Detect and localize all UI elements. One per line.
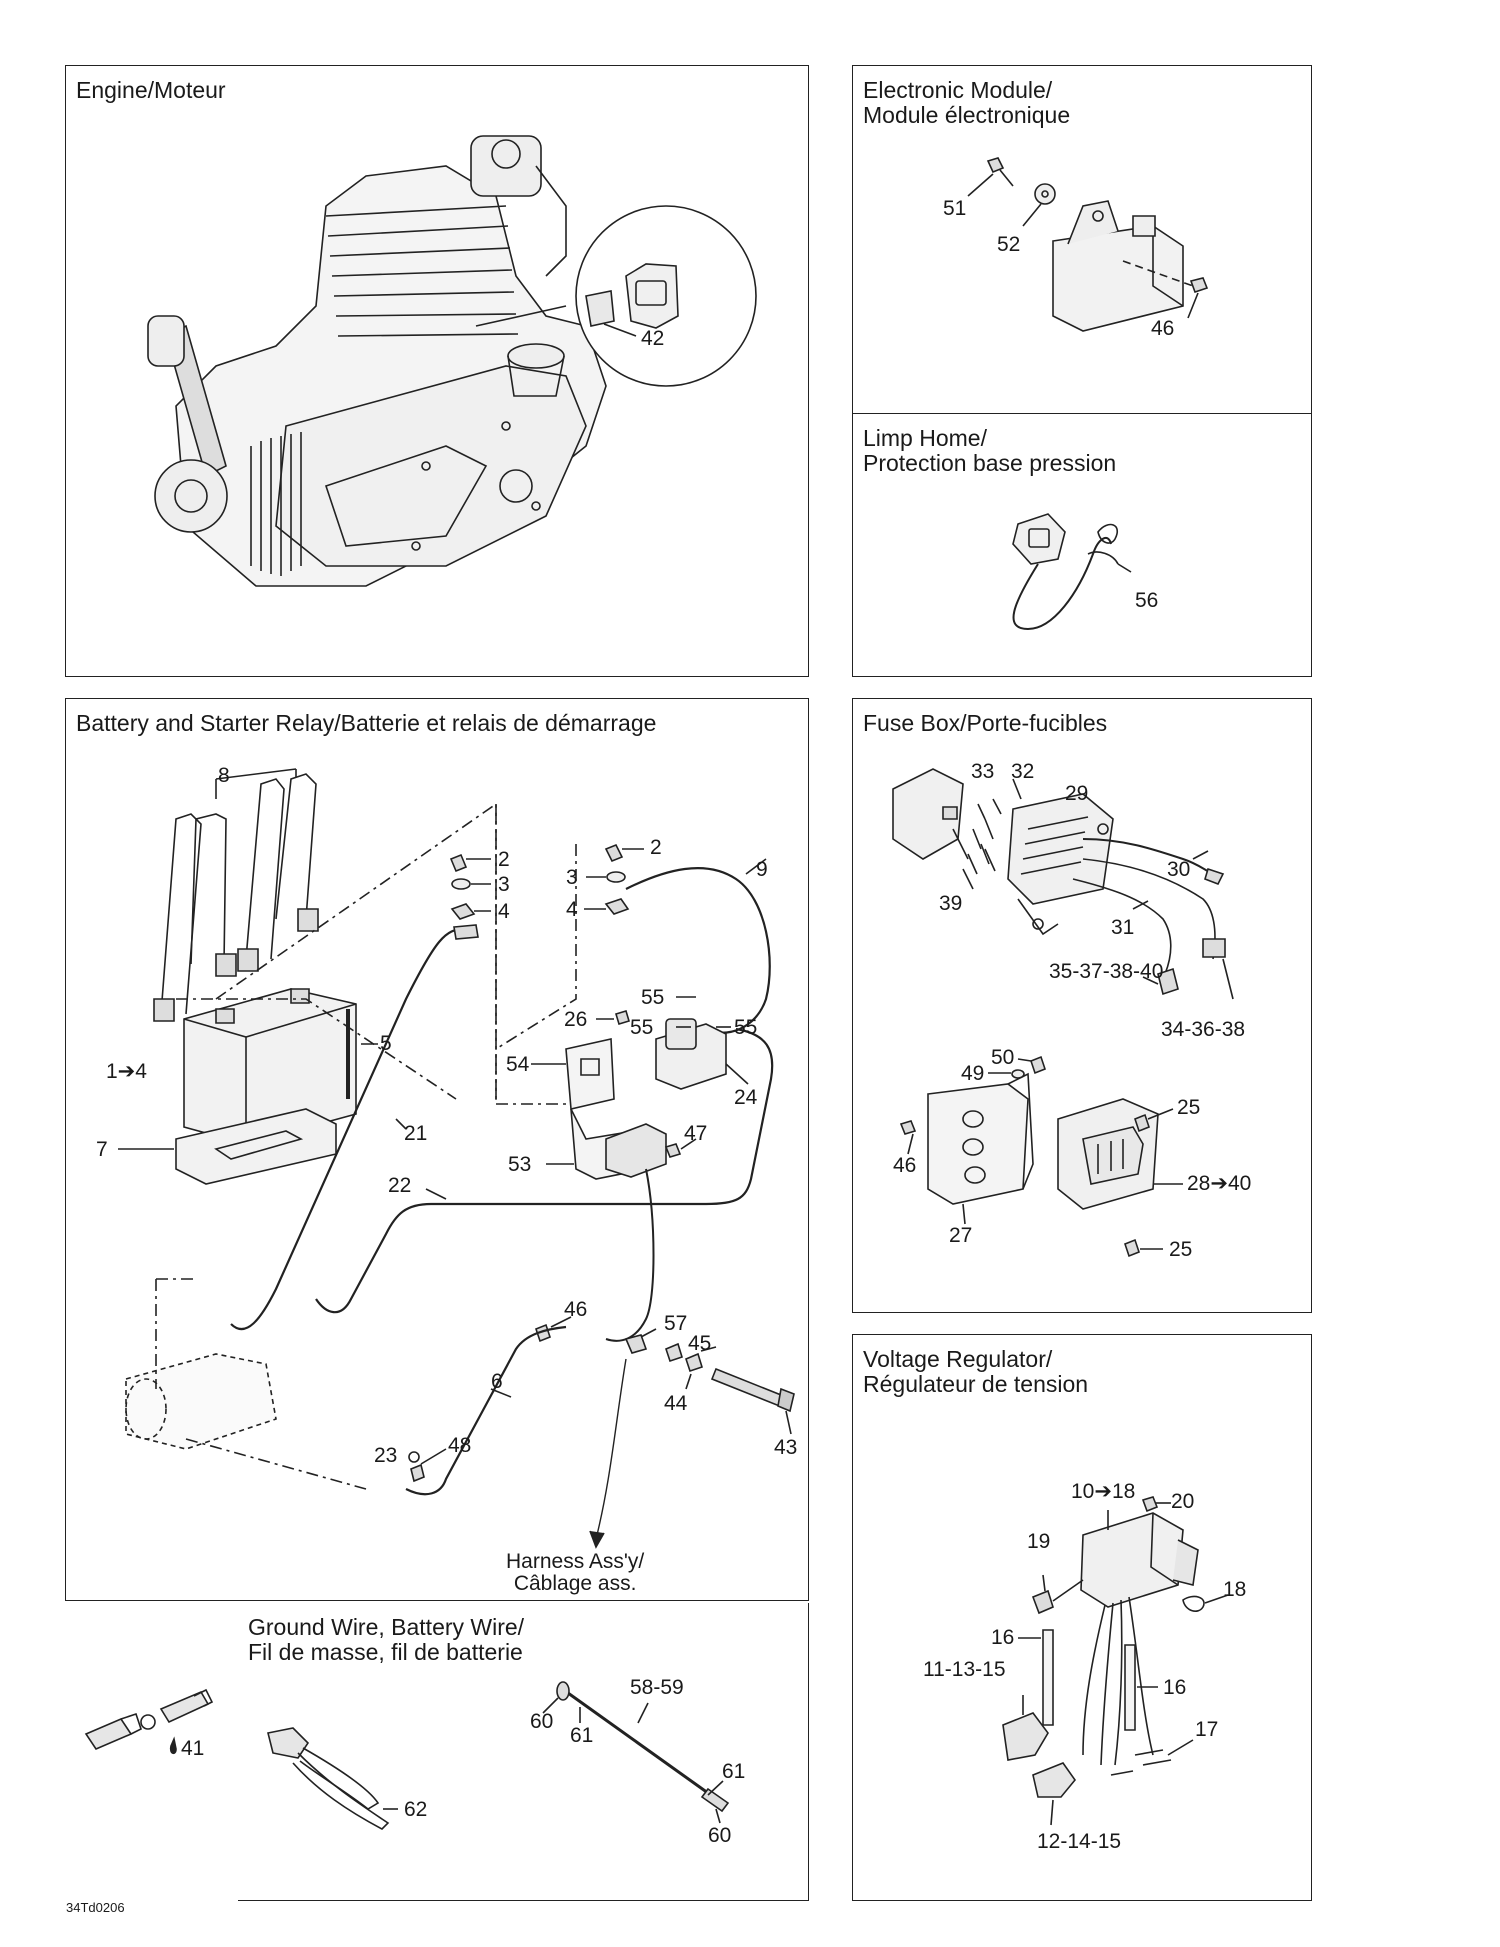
callout-21: 21	[404, 1122, 428, 1145]
callout-2b: 2	[650, 836, 662, 859]
fuse-box-panel-title: Fuse Box/Porte-fucibles	[863, 710, 1108, 736]
callout-25a: 25	[1177, 1096, 1201, 1119]
callout-55a: 55	[641, 986, 665, 1009]
fuse-box-panel: Fuse Box/Porte-fucibles	[852, 698, 1312, 1313]
callout-18: 18	[1223, 1578, 1247, 1601]
callout-57: 57	[664, 1312, 688, 1335]
callout-44: 44	[664, 1392, 688, 1415]
callout-16b: 16	[1163, 1676, 1187, 1699]
callout-43: 43	[774, 1436, 798, 1459]
electronic-module-illustration	[853, 66, 1313, 415]
callout-34-36-38: 34-36-38	[1161, 1018, 1246, 1041]
battery-relay-panel-title: Battery and Starter Relay/Batterie et re…	[76, 710, 657, 736]
callout-12-14-15: 12-14-15	[1037, 1830, 1122, 1853]
callout-29: 29	[1065, 782, 1089, 805]
callout-33: 33	[971, 760, 995, 783]
callout-1-4: 1➔4	[106, 1060, 147, 1083]
callout-25b: 25	[1169, 1238, 1193, 1261]
callout-47: 47	[684, 1122, 708, 1145]
callout-5: 5	[380, 1032, 392, 1055]
callout-10-18: 10➔18	[1071, 1480, 1136, 1503]
callout-22: 22	[388, 1174, 412, 1197]
callout-19: 19	[1027, 1530, 1051, 1553]
callout-11-13-15: 11-13-15	[923, 1658, 1006, 1681]
callout-49: 49	[961, 1062, 985, 1085]
electronic-module-panel-title: Electronic Module/ Module électronique	[863, 77, 1071, 128]
callout-31: 31	[1111, 916, 1135, 939]
callout-3b: 3	[566, 866, 578, 889]
callout-61b: 61	[722, 1760, 746, 1783]
callout-60b: 60	[708, 1824, 732, 1847]
callout-58-59: 58-59	[630, 1676, 684, 1699]
callout-35-37-38-40: 35-37-38-40	[1049, 960, 1164, 983]
callout-56: 56	[1135, 589, 1159, 612]
ground-wire-panel-title: Ground Wire, Battery Wire/ Fil de masse,…	[248, 1614, 525, 1665]
callout-55b: 55	[630, 1016, 654, 1039]
connector-illustration	[66, 1604, 238, 1900]
callout-60a: 60	[530, 1710, 554, 1733]
limp-home-panel: Limp Home/ Protection base pression 56	[852, 413, 1312, 677]
callout-24: 24	[734, 1086, 758, 1109]
callout-42: 42	[641, 327, 665, 350]
engine-panel-title: Engine/Moteur	[76, 77, 226, 103]
callout-16a: 16	[991, 1626, 1015, 1649]
callout-48: 48	[448, 1434, 472, 1457]
battery-relay-illustration	[66, 699, 810, 1602]
callout-23: 23	[374, 1444, 398, 1467]
callout-28-40: 28➔40	[1187, 1172, 1252, 1195]
callout-6: 6	[491, 1370, 503, 1393]
engine-illustration	[66, 66, 810, 678]
callout-7: 7	[96, 1138, 108, 1161]
ground-wire-panel: Ground Wire, Battery Wire/ Fil de masse,…	[238, 1603, 809, 1901]
callout-2a: 2	[498, 848, 510, 871]
callout-53: 53	[508, 1153, 532, 1176]
callout-4b: 4	[566, 898, 578, 921]
callout-17: 17	[1195, 1718, 1219, 1741]
callout-52: 52	[997, 233, 1021, 256]
callout-41: 41	[181, 1737, 205, 1760]
ground-wire-illustration	[238, 1603, 809, 1901]
callout-45: 45	[688, 1332, 712, 1355]
callout-61a: 61	[570, 1724, 594, 1747]
callout-20: 20	[1171, 1490, 1195, 1513]
callout-62: 62	[404, 1798, 428, 1821]
callout-46: 46	[1151, 317, 1175, 340]
callout-50: 50	[991, 1046, 1015, 1069]
fuse-box-illustration	[853, 699, 1313, 1314]
callout-55c: 55	[734, 1016, 758, 1039]
limp-home-illustration	[853, 414, 1313, 678]
callout-27: 27	[949, 1224, 973, 1247]
electronic-module-panel: Electronic Module/ Module électronique 5…	[852, 65, 1312, 414]
callout-3a: 3	[498, 873, 510, 896]
callout-54: 54	[506, 1053, 530, 1076]
voltage-regulator-panel-title: Voltage Regulator/ Régulateur de tension	[863, 1346, 1089, 1397]
connector-area: 41	[66, 1604, 238, 1900]
voltage-regulator-panel: Voltage Regulator/ Régulateur de tension	[852, 1334, 1312, 1901]
callout-46: 46	[564, 1298, 588, 1321]
callout-8: 8	[218, 764, 230, 787]
callout-51: 51	[943, 197, 967, 220]
voltage-regulator-illustration	[853, 1335, 1313, 1902]
callout-39: 39	[939, 892, 963, 915]
callout-32: 32	[1011, 760, 1035, 783]
engine-panel: Engine/Moteur 42	[65, 65, 809, 677]
callout-46: 46	[893, 1154, 917, 1177]
callout-4a: 4	[498, 900, 510, 923]
limp-home-panel-title: Limp Home/ Protection base pression	[863, 425, 1117, 476]
battery-relay-panel: Battery and Starter Relay/Batterie et re…	[65, 698, 809, 1601]
callout-26: 26	[564, 1008, 588, 1031]
callout-9: 9	[756, 858, 768, 881]
callout-30: 30	[1167, 858, 1191, 881]
harness-label: Harness Ass'y/ Câblage ass.	[506, 1550, 645, 1595]
figure-code: 34Td0206	[66, 1900, 125, 1915]
